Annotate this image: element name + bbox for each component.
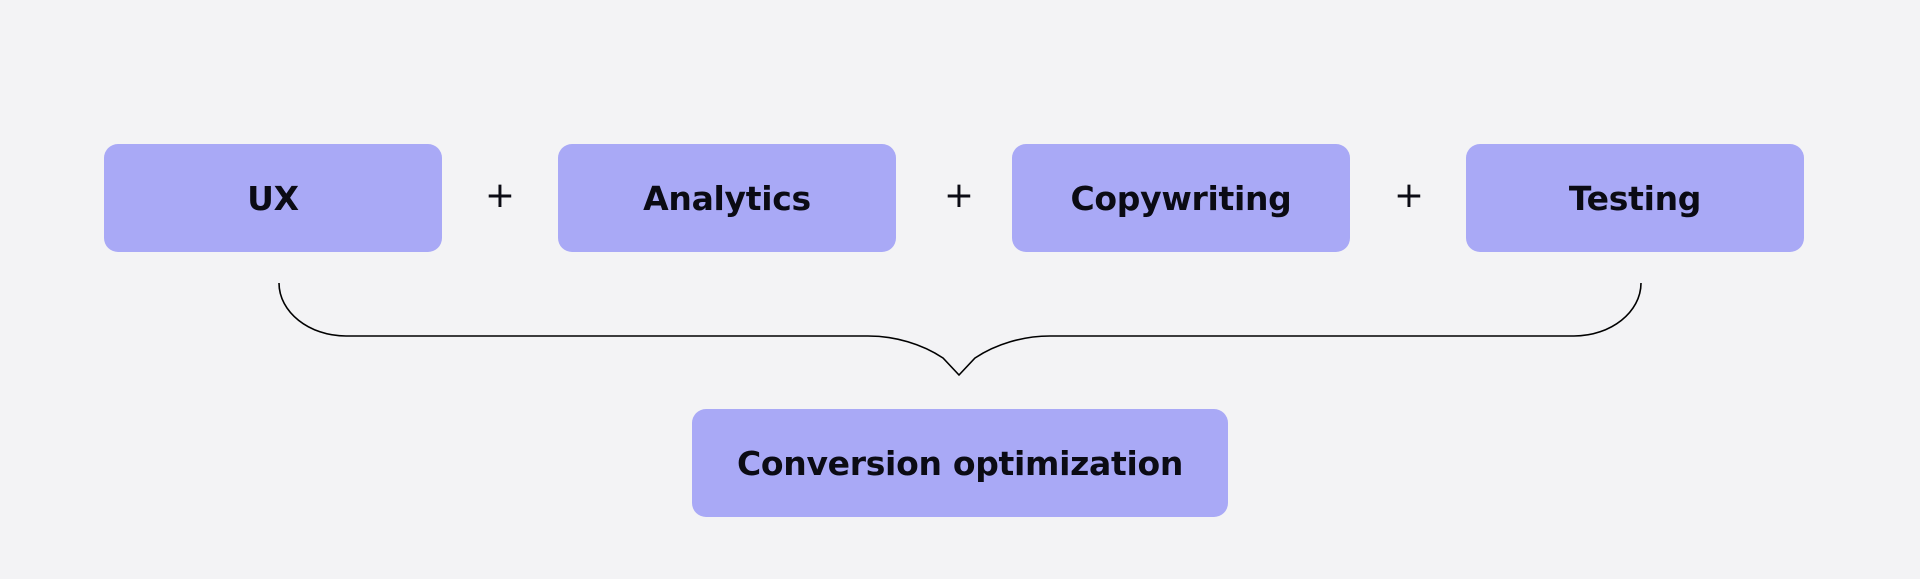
plus-operator: + bbox=[484, 175, 516, 216]
input-label: UX bbox=[247, 178, 299, 218]
plus-operator: + bbox=[1393, 175, 1425, 216]
input-box-ux: UX bbox=[104, 144, 442, 252]
input-label: Testing bbox=[1568, 178, 1702, 218]
input-box-copywriting: Copywriting bbox=[1012, 144, 1350, 252]
input-box-testing: Testing bbox=[1466, 144, 1804, 252]
plus-operator: + bbox=[943, 175, 975, 216]
input-box-analytics: Analytics bbox=[558, 144, 896, 252]
input-label: Analytics bbox=[643, 178, 811, 218]
result-box-conversion-optimization: Conversion optimization bbox=[692, 409, 1228, 517]
input-label: Copywriting bbox=[1070, 178, 1292, 218]
brace-path bbox=[278, 282, 1642, 377]
result-label: Conversion optimization bbox=[736, 443, 1184, 483]
